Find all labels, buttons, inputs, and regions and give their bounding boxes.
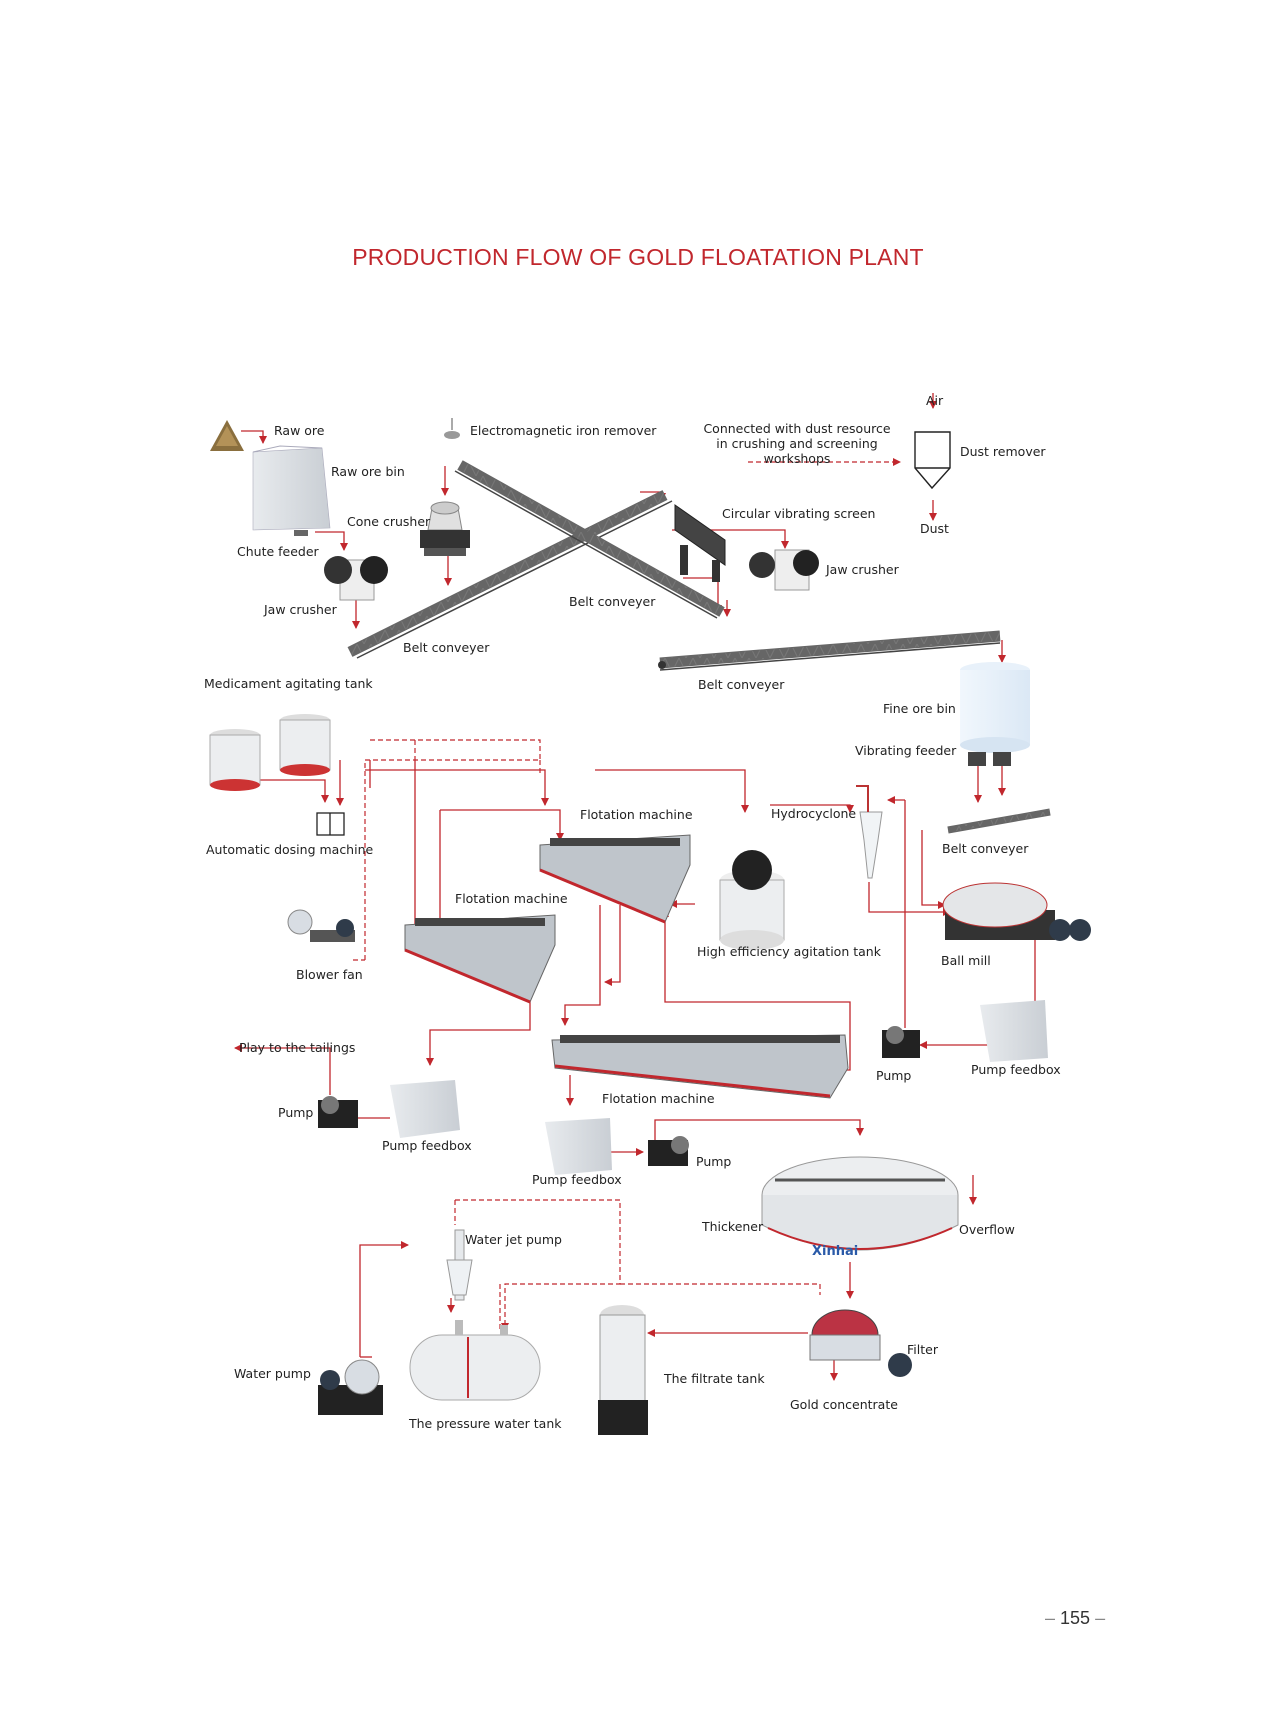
label-dust-resource: Connected with dust resource in crushing… (703, 421, 891, 466)
flotation-machine-bottom-icon (551, 1034, 849, 1099)
label-dust: Dust (920, 521, 949, 536)
water-jet-pump-icon (446, 1229, 473, 1301)
label-water-pump: Water pump (234, 1366, 311, 1381)
ball-mill-icon (942, 882, 1091, 941)
label-flotation-machine-top: Flotation machine (580, 807, 693, 822)
label-hydrocyclone: Hydrocyclone (771, 806, 857, 821)
label-belt-conveyer-left: Belt conveyer (403, 640, 490, 655)
thickener-brand: Xinhai (812, 1244, 858, 1259)
circular-vibrating-screen-icon (674, 504, 726, 582)
filter-icon (809, 1309, 912, 1377)
label-filtrate-tank: The filtrate tank (664, 1371, 765, 1386)
pump-feedbox-right-icon (980, 1000, 1048, 1062)
electromagnetic-iron-remover-icon (444, 418, 460, 439)
fine-ore-bin-icon (960, 662, 1030, 766)
label-fine-ore-bin: Fine ore bin (883, 701, 956, 716)
label-belt-conveyer-right: Belt conveyer (698, 677, 785, 692)
pump-feedbox-center-icon (545, 1118, 612, 1175)
flotation-machine-mid-icon (404, 914, 556, 1004)
label-flotation-machine-bottom: Flotation machine (602, 1091, 715, 1106)
label-dust-remover: Dust remover (960, 444, 1046, 459)
label-thickener: Thickener (702, 1219, 764, 1234)
label-high-efficiency-agitation-tank: High efficiency agitation tank (697, 944, 881, 959)
jaw-crusher-left-icon (324, 556, 388, 601)
label-filter: Filter (907, 1342, 938, 1357)
label-ball-mill: Ball mill (941, 953, 991, 968)
label-automatic-dosing-machine: Automatic dosing machine (206, 842, 374, 857)
dust-remover-icon (914, 431, 951, 490)
label-vibrating-feeder: Vibrating feeder (855, 743, 957, 758)
hydrocyclone-icon (856, 785, 883, 879)
label-overflow: Overflow (959, 1222, 1015, 1237)
label-pump-center: Pump (696, 1154, 732, 1169)
belt-conveyer-left (347, 490, 673, 659)
blower-fan-icon (287, 909, 355, 942)
label-pump-feedbox-left: Pump feedbox (382, 1138, 472, 1153)
label-air: Air (926, 393, 944, 408)
label-raw-ore: Raw ore (274, 423, 325, 438)
dashed-flow-lines (353, 458, 901, 1331)
page-number: – 155 – (1045, 1608, 1106, 1628)
water-pump-icon (318, 1359, 383, 1415)
automatic-dosing-machine-icon (316, 812, 345, 836)
label-pressure-water-tank: The pressure water tank (409, 1416, 562, 1431)
label-gold-concentrate: Gold concentrate (790, 1397, 898, 1412)
medicament-agitating-tank-icon (209, 714, 331, 791)
jaw-crusher-right-icon (749, 549, 819, 591)
label-pump-feedbox-right: Pump feedbox (971, 1062, 1061, 1077)
label-jaw-crusher-right: Jaw crusher (826, 562, 899, 577)
cone-crusher-icon (420, 501, 470, 556)
pump-left-icon (318, 1096, 358, 1128)
label-jaw-crusher-left: Jaw crusher (264, 602, 337, 617)
filtrate-tank-icon (598, 1305, 648, 1435)
label-pump-left: Pump (278, 1105, 314, 1120)
raw-ore-icon (210, 420, 244, 451)
page-number-value: 155 (1060, 1608, 1091, 1628)
label-water-jet-pump: Water jet pump (465, 1232, 562, 1247)
belt-conveyer-mid (454, 460, 725, 619)
label-blower-fan: Blower fan (296, 967, 363, 982)
high-efficiency-agitation-tank-icon (719, 850, 785, 950)
page-title: PRODUCTION FLOW OF GOLD FLOATATION PLANT (352, 244, 924, 270)
label-pump-right: Pump (876, 1068, 912, 1083)
label-pump-feedbox-center: Pump feedbox (532, 1172, 622, 1187)
thickener-icon: Xinhai (761, 1156, 959, 1259)
pump-center-icon (648, 1136, 689, 1166)
label-belt-conveyer-ball: Belt conveyer (942, 841, 1029, 856)
label-flotation-machine-mid: Flotation machine (455, 891, 568, 906)
raw-ore-bin-icon (252, 445, 331, 536)
label-circular-vibrating-screen: Circular vibrating screen (722, 506, 876, 521)
pump-right-icon (882, 1026, 920, 1058)
label-chute-feeder: Chute feeder (237, 544, 319, 559)
flotation-machine-top-icon (539, 834, 691, 924)
label-medicament-agitating-tank: Medicament agitating tank (204, 676, 373, 691)
label-play-to-tailings: Play to the tailings (239, 1040, 356, 1055)
belt-conveyer-ball-icon (947, 808, 1051, 834)
label-cone-crusher: Cone crusher (347, 514, 431, 529)
belt-conveyer-right (658, 630, 1001, 671)
label-raw-ore-bin: Raw ore bin (331, 464, 405, 479)
pump-feedbox-left-icon (390, 1080, 460, 1138)
label-belt-conveyer-mid: Belt conveyer (569, 594, 656, 609)
pressure-water-tank-icon (409, 1320, 541, 1401)
label-electromagnetic-iron-remover: Electromagnetic iron remover (470, 423, 657, 438)
